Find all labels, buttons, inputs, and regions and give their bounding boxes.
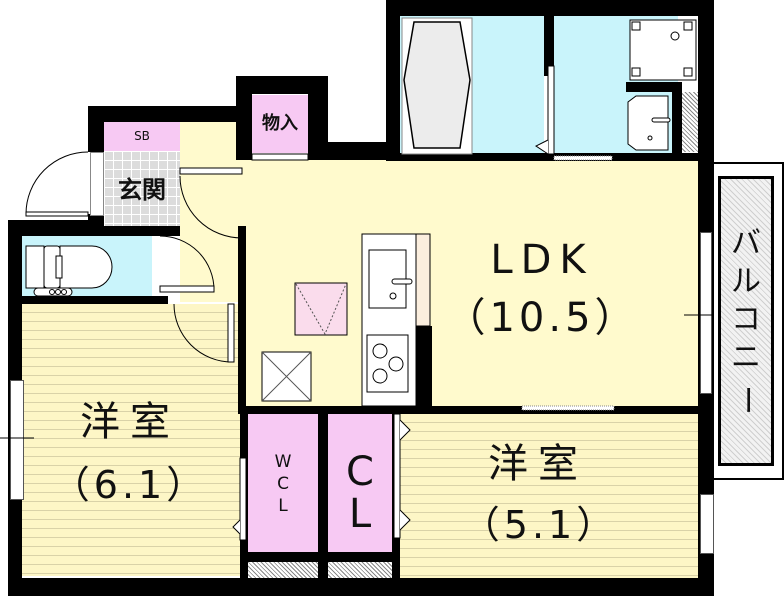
window-ldk-balcony[interactable] <box>700 232 712 394</box>
wall <box>626 82 682 92</box>
wall <box>8 220 104 236</box>
wcl-label-l: L <box>278 496 288 516</box>
wall <box>238 406 698 414</box>
wcl-label-w: W <box>274 452 292 472</box>
window-bedroom-left[interactable] <box>10 380 24 500</box>
wall <box>104 226 180 236</box>
wcl-label-c: C <box>277 474 289 494</box>
wall <box>318 414 328 578</box>
wall <box>238 226 246 408</box>
closet[interactable]: C L <box>328 414 392 552</box>
ldk-size: （10.5） <box>445 295 639 341</box>
balcony[interactable]: バ ル コ ニ ー <box>712 162 784 480</box>
balcony-label-4: ニ <box>731 340 761 375</box>
wall <box>248 552 392 562</box>
balcony-label-2: ル <box>731 264 761 299</box>
wall <box>386 0 714 16</box>
storage-label: 物入 <box>262 113 298 134</box>
western-room-6-1-name: 洋室 <box>80 399 180 445</box>
shoe-box-label: SB <box>134 129 150 143</box>
western-room-5-1-size: （5.1） <box>461 503 619 547</box>
wall <box>88 106 104 152</box>
window-bedroom-right[interactable] <box>700 494 714 554</box>
wall <box>8 578 714 596</box>
pipe-shaft-2 <box>328 562 392 578</box>
walk-in-closet[interactable]: W C L <box>248 414 318 552</box>
wall <box>416 326 432 406</box>
western-room-6-1-floor <box>22 304 240 576</box>
wall <box>544 16 554 76</box>
wall <box>386 153 698 161</box>
western-room-6-1-size: （6.1） <box>51 463 209 507</box>
wall <box>236 76 328 94</box>
entrance-label: 玄関 <box>118 176 166 204</box>
entrance-door-frame <box>90 152 104 216</box>
pipe-shaft-3 <box>682 92 700 152</box>
ldk-name: LDK <box>490 237 594 283</box>
entrance-floor <box>104 151 180 226</box>
cl-label-l: L <box>348 491 372 537</box>
cl-label-c: C <box>346 449 374 495</box>
wall <box>386 0 400 160</box>
balcony-floor: バ ル コ ニ ー <box>718 176 774 466</box>
western-room-5-1-floor <box>400 414 698 578</box>
western-room-5-1-name: 洋室 <box>488 441 588 487</box>
wall <box>88 106 248 122</box>
wall <box>308 76 328 160</box>
shoe-box[interactable]: SB <box>104 122 180 151</box>
wall <box>672 82 682 154</box>
pipe-shaft-1 <box>248 562 318 578</box>
storage-closet[interactable]: 物入 <box>252 95 308 153</box>
wall <box>22 296 168 304</box>
wall <box>308 142 398 160</box>
balcony-label-1: バ <box>731 226 761 261</box>
balcony-label-3: コ <box>731 302 761 337</box>
